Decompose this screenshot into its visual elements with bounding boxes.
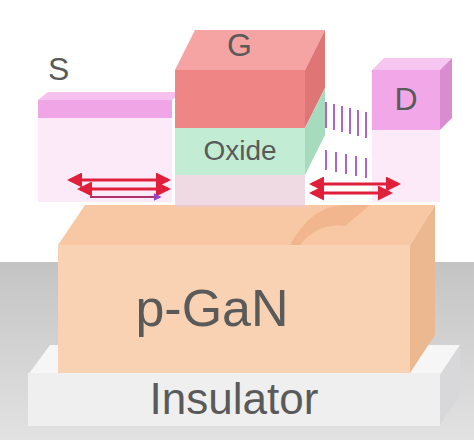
gate-electrode: G — [175, 70, 305, 128]
oxide-side-face — [305, 88, 325, 175]
current-arrow — [312, 183, 398, 186]
source-contact: S — [38, 100, 172, 118]
gate-recess — [175, 175, 305, 207]
current-arrow — [312, 192, 390, 195]
part-label: Insulator — [150, 375, 319, 423]
insulator-substrate: Insulator — [28, 373, 440, 426]
current-arrow — [70, 179, 168, 182]
part-label: D — [394, 82, 417, 117]
source-top-face — [38, 92, 182, 100]
charge-stripes — [326, 102, 366, 178]
pgan-side-face — [410, 205, 435, 373]
p-gan-body: p-GaN — [58, 245, 410, 373]
part-label: S — [48, 52, 69, 87]
part-label: Oxide — [203, 136, 276, 167]
gate-oxide: Oxide — [175, 128, 305, 175]
drain-side-face — [440, 58, 452, 130]
channel-trench — [290, 205, 370, 245]
part-label: G — [227, 28, 252, 63]
pgan-top-face — [58, 205, 435, 245]
drain-contact: D — [372, 70, 440, 130]
current-arrow — [90, 196, 160, 198]
drain-top-face — [372, 58, 452, 70]
insulator-side-face — [440, 345, 460, 425]
part-label: p-GaN — [135, 280, 288, 337]
drain-column — [372, 130, 440, 202]
current-arrow — [80, 188, 168, 191]
source-column — [38, 118, 172, 202]
